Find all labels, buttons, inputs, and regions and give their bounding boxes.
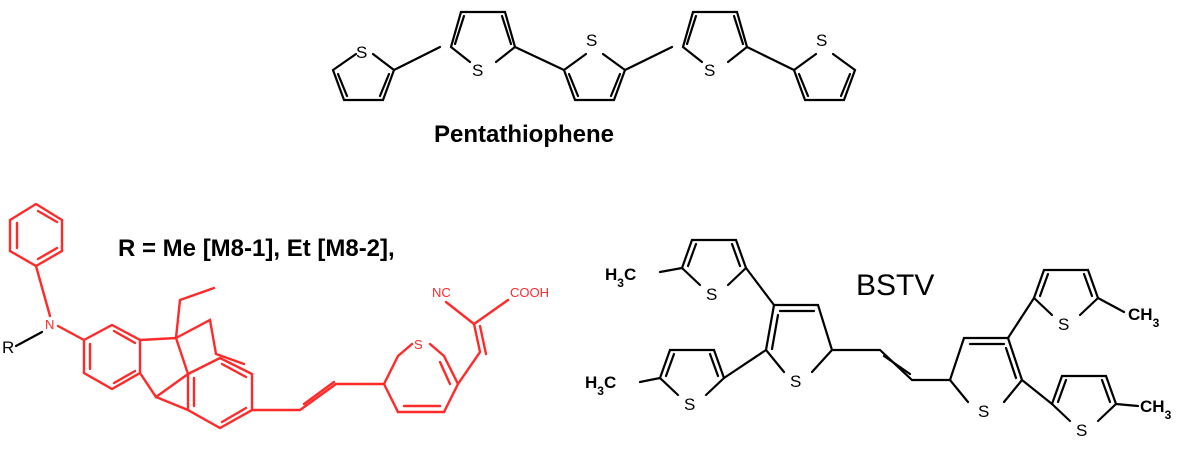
m8-ethyl-1 bbox=[174, 286, 216, 340]
pentathiophene-sulfur-3: S bbox=[586, 31, 597, 50]
bstv-methyl-bond-lb bbox=[638, 376, 662, 384]
m8-dye-structure: N R S bbox=[2, 202, 549, 430]
m8-phenyl-ring bbox=[8, 202, 64, 268]
pentathiophene-link-4 bbox=[745, 45, 796, 72]
pentathiophene-ring-2 bbox=[449, 10, 517, 64]
bstv-methyl-bond-rt bbox=[1096, 296, 1126, 314]
m8-nitrile-label: NC bbox=[432, 285, 451, 300]
bstv-vinylene bbox=[830, 348, 952, 382]
bstv-methyl-left-top: H3C bbox=[605, 265, 636, 290]
pentathiophene-ring-1 bbox=[331, 52, 396, 102]
bstv-link-lb bbox=[722, 348, 768, 380]
m8-fluorene-link bbox=[154, 395, 190, 412]
m8-acid-label: COOH bbox=[510, 285, 549, 300]
m8-fluorene-five-ring bbox=[138, 336, 190, 399]
m8-vinylene bbox=[250, 382, 386, 412]
bstv-methyl-bond-lt bbox=[658, 266, 684, 274]
bstv-left-central-thiophene bbox=[764, 303, 834, 374]
bstv-link-rt bbox=[1006, 296, 1036, 340]
bstv-right-top-thiophene bbox=[1032, 268, 1100, 317]
bstv-methyl-right-top: CH3 bbox=[1128, 305, 1160, 330]
m8-n-r-bond bbox=[14, 330, 44, 348]
m8-thiophene-ring bbox=[382, 342, 460, 414]
m8-ethyl-2 bbox=[174, 318, 246, 366]
m8-fluorene-left-ring bbox=[82, 323, 142, 391]
m8-fluorene-right-ring bbox=[186, 356, 254, 430]
bstv-sulfur-right-bottom: S bbox=[1076, 421, 1087, 440]
m8-nitrogen-label: N bbox=[45, 317, 54, 332]
bstv-sulfur-right-top: S bbox=[1058, 315, 1069, 334]
pentathiophene-sulfur-4: S bbox=[704, 61, 715, 80]
bstv-right-bottom-thiophene bbox=[1050, 374, 1118, 423]
bstv-methyl-bond-rb bbox=[1114, 402, 1140, 408]
m8-n-fluorene-bond bbox=[56, 324, 86, 342]
bstv-sulfur-left-bottom: S bbox=[684, 395, 695, 414]
bstv-link-rb bbox=[1020, 378, 1054, 406]
pentathiophene-label: Pentathiophene bbox=[434, 121, 614, 148]
bstv-methyl-right-bottom: CH3 bbox=[1140, 397, 1172, 422]
bstv-methyl-left-bottom: H3C bbox=[585, 373, 616, 398]
m8-nitrile-bond bbox=[444, 300, 476, 326]
bstv-sulfur-left-central: S bbox=[790, 372, 801, 391]
m8-thiophene-sulfur: S bbox=[414, 337, 423, 352]
pentathiophene-link-2 bbox=[513, 45, 566, 72]
m8-r-label: R bbox=[2, 338, 14, 357]
bstv-right-central-thiophene bbox=[948, 336, 1024, 404]
m8-n-phenyl-bond bbox=[34, 264, 52, 318]
pentathiophene-link-1 bbox=[392, 45, 442, 72]
m8-caption: R = Me [M8-1], Et [M8-2], bbox=[118, 235, 395, 262]
pentathiophene-ring-5 bbox=[792, 52, 857, 102]
bstv-structure: BSTV S H3C S H3C bbox=[585, 238, 1172, 440]
m8-acrylic-chain bbox=[456, 322, 482, 386]
pentathiophene-link-3 bbox=[623, 45, 674, 72]
bstv-left-top-thiophene bbox=[680, 238, 748, 287]
bstv-link-lt bbox=[744, 266, 776, 307]
pentathiophene-ring-4 bbox=[681, 10, 749, 64]
pentathiophene-sulfur-5: S bbox=[816, 31, 827, 50]
m8-acid-bond bbox=[472, 298, 510, 326]
bstv-left-bottom-thiophene bbox=[658, 348, 726, 397]
pentathiophene-ring-3 bbox=[562, 52, 627, 102]
bstv-label: BSTV bbox=[856, 269, 934, 302]
pentathiophene-sulfur-1: S bbox=[356, 43, 367, 62]
pentathiophene-sulfur-2: S bbox=[472, 61, 483, 80]
bstv-sulfur-right-central: S bbox=[978, 402, 989, 421]
bstv-sulfur-left-top: S bbox=[706, 285, 717, 304]
pentathiophene-structure: S S S S S P bbox=[331, 10, 857, 148]
